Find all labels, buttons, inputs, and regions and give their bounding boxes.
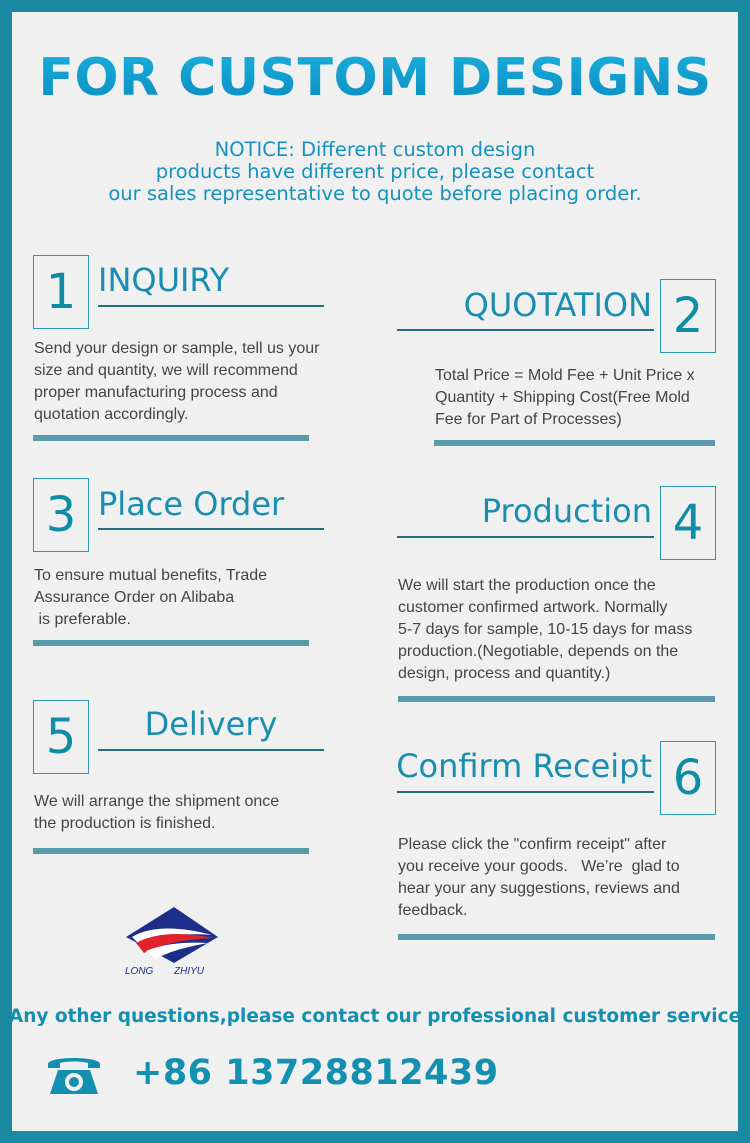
step-6-number-box: 6 (660, 741, 716, 815)
step-4-underline (397, 536, 654, 538)
step-1-underline (98, 305, 324, 307)
notice-line-1: NOTICE: Different custom design (214, 138, 536, 161)
step-2-number-box: 2 (660, 279, 716, 353)
step-4-body-line: 5-7 days for sample, 10-15 days for mass (398, 621, 693, 638)
step-4-body-line: production.(Negotiable, depends on the (398, 643, 679, 660)
step-3-body-line: is preferable. (34, 611, 131, 628)
step-2-divider-bar (434, 440, 715, 446)
step-3-body-line: Assurance Order on Alibaba (34, 589, 235, 606)
step-1-body-line: size and quantity, we will recommend (34, 362, 298, 379)
step-2-body-line: Total Price = Mold Fee + Unit Price x (435, 367, 695, 384)
step-4-number-box: 4 (660, 486, 716, 560)
step-1-divider-bar (33, 435, 309, 441)
notice-text: NOTICE: Different custom design products… (0, 139, 750, 205)
phone-number[interactable]: +86 13728812439 (133, 1053, 499, 1093)
step-4-body-line: customer confirmed artwork. Normally (398, 599, 668, 616)
step-2-body-line: Fee for Part of Processes) (435, 411, 622, 428)
page-title: FOR CUSTOM DESIGNS (0, 48, 750, 108)
step-1-heading: INQUIRY (98, 261, 230, 299)
step-3-heading: Place Order (98, 485, 285, 523)
step-3-body: To ensure mutual benefits, Trade Assuran… (34, 565, 364, 631)
notice-line-2: products have different price, please co… (155, 160, 595, 183)
telephone-icon (44, 1052, 104, 1098)
company-logo: LONG ZHIYU (122, 905, 222, 985)
step-1-body: Send your design or sample, tell us your… (34, 338, 364, 426)
step-2-body-line: Quantity + Shipping Cost(Free Mold (435, 389, 690, 406)
step-5-heading: Delivery (144, 705, 278, 743)
step-3-underline (98, 528, 324, 530)
step-4-body-line: design, process and quantity.) (398, 665, 611, 682)
step-6-underline (397, 791, 654, 793)
step-6-body-line: feedback. (398, 902, 468, 919)
step-2-heading: QUOTATION (463, 286, 652, 324)
content-panel (12, 12, 738, 1131)
step-4-divider-bar (398, 696, 715, 702)
step-2-body: Total Price = Mold Fee + Unit Price x Qu… (435, 365, 735, 431)
step-6-body-line: you receive your goods. We’re glad to (398, 858, 680, 875)
step-5-number-box: 5 (33, 700, 89, 774)
step-6-body: Please click the "confirm receipt" after… (398, 834, 728, 922)
logo-word-long: LONG (125, 966, 154, 977)
step-5-body-line: We will arrange the shipment once (34, 793, 280, 810)
step-5-body-line: the production is finished. (34, 815, 216, 832)
step-5-body: We will arrange the shipment once the pr… (34, 791, 364, 835)
step-1-body-line: proper manufacturing process and (34, 384, 278, 401)
contact-message: Any other questions,please contact our p… (8, 1006, 742, 1027)
logo-mark-icon (126, 907, 218, 963)
step-4-body-line: We will start the production once the (398, 577, 656, 594)
step-1-number-box: 1 (33, 255, 89, 329)
logo-word-zhiyu: ZHIYU (174, 966, 204, 977)
step-3-body-line: To ensure mutual benefits, Trade (34, 567, 268, 584)
notice-line-3: our sales representative to quote before… (108, 182, 642, 205)
step-5-underline (98, 749, 324, 751)
step-4-body: We will start the production once the cu… (398, 575, 728, 685)
step-2-underline (397, 329, 654, 331)
step-1-body-line: quotation accordingly. (34, 406, 189, 423)
step-5-divider-bar (33, 848, 309, 854)
step-6-body-line: Please click the "confirm receipt" after (398, 836, 667, 853)
step-6-heading: Confirm Receipt (396, 747, 652, 785)
step-6-divider-bar (398, 934, 715, 940)
step-4-heading: Production (481, 492, 652, 530)
step-1-body-line: Send your design or sample, tell us your (34, 340, 320, 357)
step-3-divider-bar (33, 640, 309, 646)
step-3-number-box: 3 (33, 478, 89, 552)
step-6-body-line: hear your any suggestions, reviews and (398, 880, 680, 897)
